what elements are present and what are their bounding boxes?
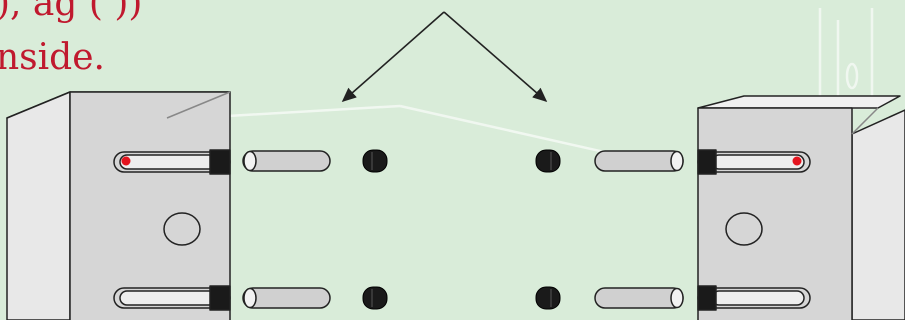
alignment-pins [362,149,561,310]
pin-right-lower [535,286,561,310]
pin-left-lower [362,286,388,310]
right-housing-side [851,109,905,320]
arrow-left [341,11,445,103]
right-upper-socket [697,149,811,175]
pointer-arrows [341,11,548,103]
right-housing-hole [725,212,763,246]
right-housing-top [697,95,901,109]
caption-line-2: nside. [0,37,105,78]
left-lower-socket [113,285,231,311]
right-housing-front [697,107,853,320]
background-wall-outline [227,8,874,162]
rod-left-upper [242,150,331,172]
pin-left-upper [362,149,388,173]
caption-line-1: ), ag ( )) [0,0,143,24]
rod-right-upper [594,150,684,172]
left-housing-side [6,91,71,320]
left-housing-hole [163,212,201,246]
right-lower-socket [697,285,811,311]
rod-left-lower [242,287,331,309]
left-upper-socket [113,149,231,175]
pin-right-upper [535,149,561,173]
arrow-right [443,11,548,103]
guide-rods [242,150,684,309]
right-status-led [792,156,802,166]
right-housing [697,95,905,320]
left-status-led [121,156,131,166]
left-housing-front [69,91,231,320]
rod-right-lower [594,287,684,309]
left-housing [6,91,231,320]
